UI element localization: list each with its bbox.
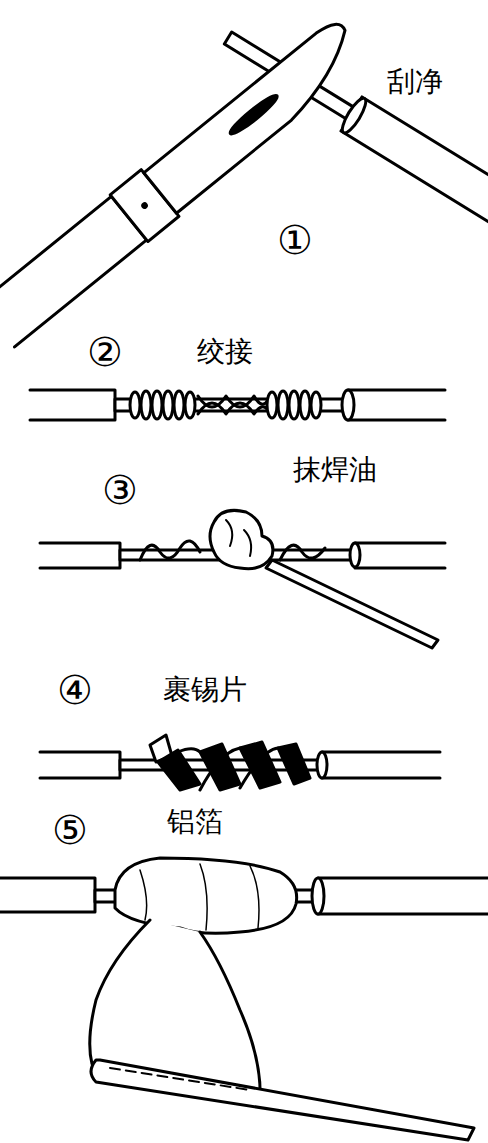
wire-step2-part [141, 391, 151, 419]
wire-step4-part [278, 744, 310, 784]
wire-step2-part [185, 392, 195, 418]
wire-step3-part [355, 543, 445, 568]
wire-step4-part [160, 748, 278, 790]
knife-part [142, 203, 147, 208]
wire-step2-part [289, 391, 299, 419]
wire-step3-part [280, 545, 325, 560]
knife-part [0, 196, 147, 347]
step-label: 裹锡片 [163, 676, 247, 704]
wire-step1-part [341, 97, 488, 231]
step-label: 铝箔 [167, 808, 223, 836]
wire-step2-part [174, 391, 184, 419]
wire-step4-part [322, 752, 440, 778]
wire-step5-part [318, 878, 488, 914]
wire-step3-part [350, 543, 360, 567]
wire-step2-part [130, 392, 140, 418]
wire-step2-part [300, 391, 310, 419]
wire-step2 [30, 390, 445, 420]
step-number: ② [87, 332, 123, 372]
knife [0, 15, 371, 349]
step-label: 刮净 [387, 68, 443, 96]
wire-step2-part [342, 390, 354, 420]
knife-part [227, 92, 280, 138]
wire-step2-part [198, 403, 268, 414]
wire-step5-part [312, 878, 324, 914]
wire-step3 [40, 510, 445, 648]
wire-step4-part [158, 750, 200, 790]
knife-part [144, 18, 368, 214]
wire-step4 [40, 735, 440, 790]
wire-step5-part [115, 858, 297, 933]
step-number: ④ [57, 670, 93, 710]
step-label: 绞接 [197, 338, 253, 366]
wire-step3-part [210, 510, 273, 568]
wire-step2-part [267, 392, 277, 418]
wire-step3-part [140, 541, 200, 560]
wire-step2-part [348, 390, 445, 420]
wire-step3-part [226, 520, 251, 556]
wire-step5-part [91, 1060, 474, 1140]
step-number: ⑤ [52, 810, 88, 850]
wire-step5-part [0, 878, 95, 912]
wire-step1-part [338, 95, 369, 135]
wire-step4-part [40, 752, 120, 778]
wire-step2-part [163, 391, 173, 419]
wire-step3-part [40, 543, 120, 568]
wire-step2-part [278, 391, 288, 419]
wire-step5-part [110, 1068, 250, 1090]
wire-step2-part [311, 392, 321, 418]
wire-step5 [0, 858, 488, 1140]
wire-step2-part [152, 391, 162, 419]
wire-step3-part [266, 560, 438, 648]
step-number: ① [277, 220, 313, 260]
wire-step2-part [30, 390, 115, 420]
wire-step5-part [140, 864, 259, 930]
step-label: 抹焊油 [293, 456, 377, 484]
step-number: ③ [102, 470, 138, 510]
wire-step4-part [317, 752, 327, 778]
